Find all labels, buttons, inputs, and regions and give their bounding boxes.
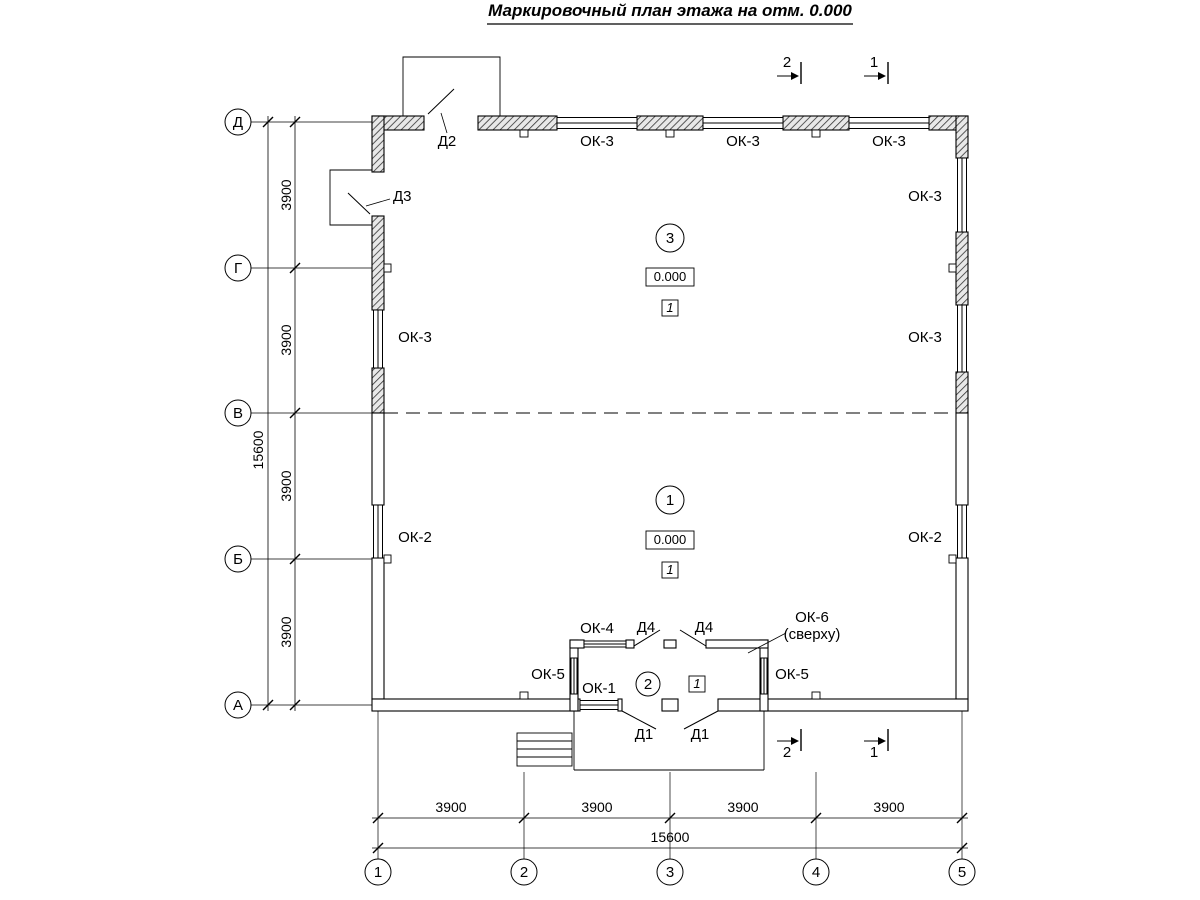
dim-bottom-total: 15600	[651, 829, 690, 845]
label-ok5-left: ОК-5	[531, 666, 565, 683]
window-ok3-right-2	[957, 304, 967, 373]
section-1-top-label: 1	[870, 54, 878, 71]
label-ok3-right-2: ОК-3	[908, 329, 942, 346]
label-ok3-top-2: ОК-3	[726, 133, 760, 150]
label-ok6-note: (сверху)	[784, 626, 841, 643]
label-d3: Д3	[393, 188, 412, 205]
window-ok3-top-2	[702, 117, 784, 129]
title-block: Маркировочный план этажа на отм. 0.000	[487, 1, 853, 25]
dim-left-2: 3900	[278, 324, 294, 355]
label-ok2-right: ОК-2	[908, 529, 942, 546]
axis-row-a: А	[233, 697, 243, 714]
doors-d1	[621, 710, 719, 730]
label-d4-2: Д4	[695, 619, 714, 636]
section-1-bottom-label: 1	[870, 744, 878, 761]
section-mark-2-top: 2	[777, 54, 802, 84]
room-tambour-floor-type: 1	[693, 676, 700, 691]
doors-d4	[633, 629, 707, 647]
section-2-top-label: 2	[783, 54, 791, 71]
dim-bottom-2: 3900	[581, 799, 612, 815]
axis-row-b: Б	[233, 551, 243, 568]
label-ok2-left: ОК-2	[398, 529, 432, 546]
row-axis-lines	[251, 121, 372, 706]
page-title: Маркировочный план этажа на отм. 0.000	[488, 1, 852, 20]
axis-col-3: 3	[666, 864, 674, 881]
dim-ticks-left	[262, 116, 301, 711]
room-lower-marker: 1 0.000 1	[645, 485, 695, 579]
wall-right	[955, 115, 969, 700]
door-d2-leaf	[427, 88, 455, 115]
dim-left-1: 3900	[278, 179, 294, 210]
wall-left	[371, 115, 385, 700]
window-ok5-right	[760, 657, 768, 695]
section-mark-1-top: 1	[864, 54, 889, 84]
window-ok3-right-1	[957, 157, 967, 233]
room-tambour-number: 2	[644, 676, 652, 693]
window-ok1-bottom	[579, 700, 619, 710]
axis-col-4: 4	[812, 864, 820, 881]
section-mark-1-bottom: 1	[864, 729, 889, 761]
label-ok3-right-1: ОК-3	[908, 188, 942, 205]
column-axis-bubbles: 1 2 3 4 5	[364, 858, 976, 886]
label-ok1: ОК-1	[582, 680, 616, 697]
dim-bottom-3: 3900	[727, 799, 758, 815]
label-ok3-left: ОК-3	[398, 329, 432, 346]
dim-left-total: 15600	[250, 430, 266, 469]
label-ok6: ОК-6	[795, 609, 829, 626]
dim-left-3: 3900	[278, 470, 294, 501]
label-ok5-right: ОК-5	[775, 666, 809, 683]
section-marks: 2 1 2 1	[777, 54, 889, 761]
window-ok2-left	[373, 504, 383, 559]
label-ok4: ОК-4	[580, 620, 614, 637]
label-ok3-top-1: ОК-3	[580, 133, 614, 150]
window-ok3-top-3	[848, 117, 930, 129]
axis-row-g: Г	[234, 260, 242, 277]
wall-bottom	[371, 698, 969, 712]
room-lower-number: 1	[666, 492, 674, 509]
room-lower-floor-type: 1	[666, 562, 673, 577]
room-upper-elevation: 0.000	[654, 269, 687, 284]
label-d1-2: Д1	[691, 726, 710, 743]
dim-bottom-4: 3900	[873, 799, 904, 815]
top-porch-outline	[402, 56, 501, 116]
tambour	[569, 629, 769, 712]
window-ok5-left	[570, 657, 578, 695]
room-tambour-marker: 2 1	[635, 671, 706, 697]
room-upper-marker: 3 0.000 1	[645, 223, 695, 317]
pilaster-marks	[383, 129, 957, 700]
room-upper-floor-type: 1	[666, 300, 673, 315]
axis-col-5: 5	[958, 864, 966, 881]
windows	[373, 117, 967, 710]
section-2-bottom-label: 2	[783, 744, 791, 761]
room-upper-number: 3	[666, 230, 674, 247]
axis-col-2: 2	[520, 864, 528, 881]
window-ok3-top-1	[556, 117, 638, 129]
axis-row-v: В	[233, 405, 243, 422]
window-ok3-left	[373, 309, 383, 369]
door-d3-leaf	[347, 192, 371, 215]
entrance-porch	[573, 711, 765, 771]
room-lower-elevation: 0.000	[654, 532, 687, 547]
left-porch-outline	[329, 169, 372, 226]
label-ok3-top-3: ОК-3	[872, 133, 906, 150]
entrance-stairs	[516, 732, 573, 767]
window-ok2-right	[957, 504, 967, 559]
dim-left-4: 3900	[278, 616, 294, 647]
left-dimension-chain: 3900 3900 3900 3900 15600	[250, 116, 301, 711]
dim-ticks-bottom	[372, 812, 968, 854]
label-d1-1: Д1	[635, 726, 654, 743]
leader-lines	[365, 112, 787, 654]
axis-col-1: 1	[374, 864, 382, 881]
bottom-dimension-chain: 3900 3900 3900 3900 15600	[372, 711, 968, 859]
axis-row-d: Д	[233, 114, 243, 131]
mark-labels: ОК-3 ОК-3 ОК-3 Д2 Д3 ОК-3 ОК-3 ОК-3 ОК-2…	[393, 133, 942, 743]
section-mark-2-bottom: 2	[777, 729, 802, 761]
dim-bottom-1: 3900	[435, 799, 466, 815]
window-ok4	[583, 640, 627, 648]
label-d4-1: Д4	[637, 619, 656, 636]
row-axis-bubbles: Д Г В Б А	[224, 108, 252, 719]
label-d2: Д2	[438, 133, 457, 150]
